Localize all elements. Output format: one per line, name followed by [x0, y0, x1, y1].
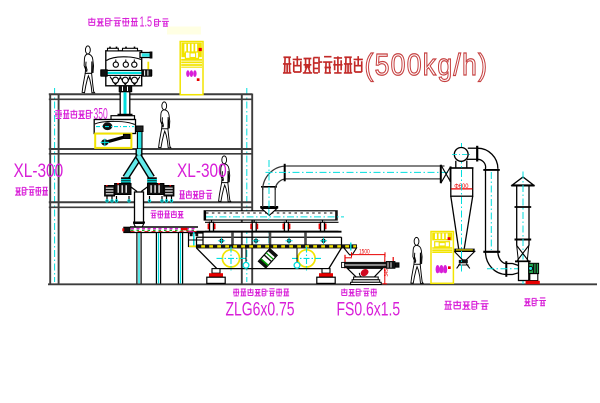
svg-text:350: 350 [94, 105, 108, 122]
svg-text:(500kg/h): (500kg/h) [365, 48, 489, 82]
svg-text:ZLG6x0.75: ZLG6x0.75 [226, 298, 295, 320]
svg-text:XL-300: XL-300 [14, 159, 64, 181]
svg-text:345: 345 [383, 269, 390, 277]
svg-text:1500: 1500 [359, 249, 370, 256]
svg-text:XL-300: XL-300 [177, 159, 227, 181]
svg-text:FS0.6x1.5: FS0.6x1.5 [337, 298, 401, 320]
svg-text:1.5: 1.5 [140, 13, 153, 30]
